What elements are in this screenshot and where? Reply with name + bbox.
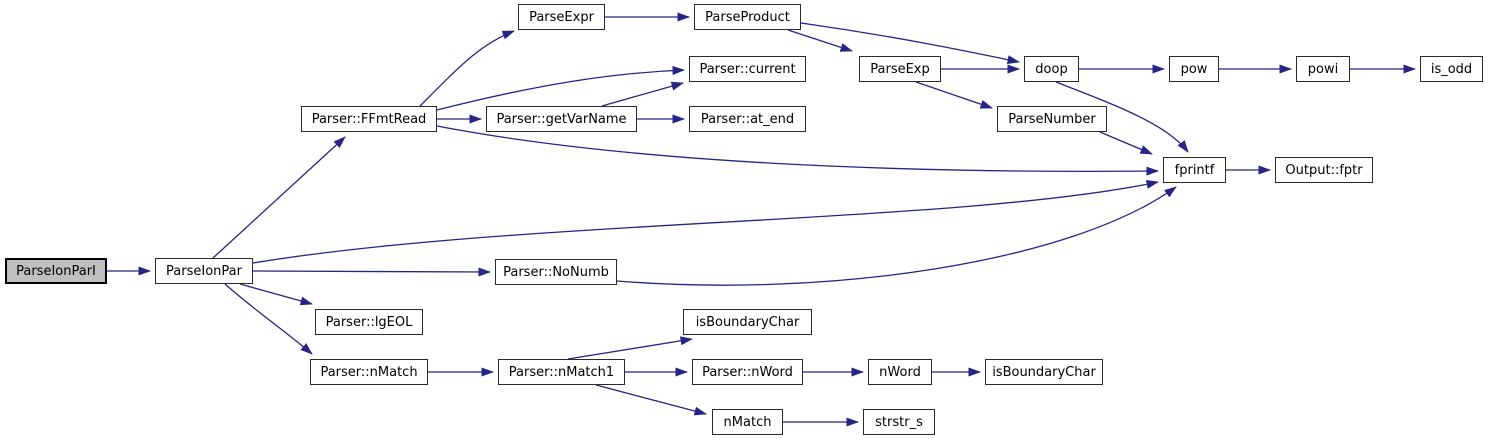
node-fprintf[interactable]: fprintf xyxy=(1163,157,1226,183)
node-parser-nword[interactable]: Parser::nWord xyxy=(692,359,803,385)
node-parser-nmatch[interactable]: Parser::nMatch xyxy=(310,359,428,385)
edge-parser-ffmtread-to-parse-expr xyxy=(419,30,515,107)
edge-parser-nmatch1-to-isboundarychar xyxy=(567,336,693,360)
node-parse-product[interactable]: ParseProduct xyxy=(694,4,801,30)
edge-parse-ion-par-to-parser-ffmtread xyxy=(212,136,346,259)
node-parse-number[interactable]: ParseNumber xyxy=(997,106,1107,132)
node-is-odd[interactable]: is_odd xyxy=(1420,56,1483,82)
node-isboundarychar-2[interactable]: isBoundaryChar xyxy=(985,359,1103,385)
node-nmatch[interactable]: nMatch xyxy=(712,409,783,435)
edge-parse-number-to-fprintf xyxy=(1099,131,1153,155)
node-pow[interactable]: pow xyxy=(1169,56,1219,82)
node-parser-current[interactable]: Parser::current xyxy=(689,56,806,82)
edge-parser-nonumb-to-fprintf xyxy=(616,186,1177,286)
edge-parse-product-to-doop xyxy=(800,22,1020,65)
edge-parser-ffmtread-to-parser-current xyxy=(436,65,685,111)
node-parser-lgeol[interactable]: Parser::lgEOL xyxy=(315,309,423,335)
node-doop[interactable]: doop xyxy=(1024,56,1079,82)
edge-parser-getvarname-to-parser-current xyxy=(601,81,684,107)
edge-group xyxy=(107,12,1416,427)
node-strstr-s[interactable]: strstr_s xyxy=(863,409,935,435)
edge-parse-exp-to-parse-number xyxy=(915,81,993,109)
node-parser-nonumb[interactable]: Parser::NoNumb xyxy=(495,259,617,285)
node-parse-ion-par-i: ParseIonParI xyxy=(5,258,107,284)
edge-parse-ion-par-to-parser-lgeol xyxy=(239,283,313,306)
node-parser-at-end[interactable]: Parser::at_end xyxy=(689,106,806,132)
edge-doop-to-fprintf xyxy=(1055,81,1189,153)
node-isboundarychar[interactable]: isBoundaryChar xyxy=(683,309,812,335)
node-parse-exp[interactable]: ParseExp xyxy=(859,56,941,82)
edge-parser-ffmtread-to-fprintf xyxy=(436,125,1159,176)
edge-parse-ion-par-to-parser-nmatch xyxy=(224,283,313,355)
edge-parse-product-to-parse-exp xyxy=(787,29,853,52)
edge-parser-nmatch1-to-nmatch xyxy=(595,384,707,416)
edge-parse-ion-par-to-parser-nonumb xyxy=(252,267,491,277)
node-parser-ffmtread[interactable]: Parser::FFmtRead xyxy=(301,106,437,132)
node-parse-ion-par[interactable]: ParseIonPar xyxy=(155,258,253,284)
node-parser-nmatch1[interactable]: Parser::nMatch1 xyxy=(498,359,625,385)
node-output-fptr[interactable]: Output::fptr xyxy=(1275,157,1373,183)
node-parser-getvarname[interactable]: Parser::getVarName xyxy=(486,106,637,132)
node-powi[interactable]: powi xyxy=(1296,56,1350,82)
node-parse-expr[interactable]: ParseExpr xyxy=(518,4,605,30)
node-nword[interactable]: nWord xyxy=(868,359,932,385)
edge-parse-ion-par-to-fprintf xyxy=(252,179,1159,264)
